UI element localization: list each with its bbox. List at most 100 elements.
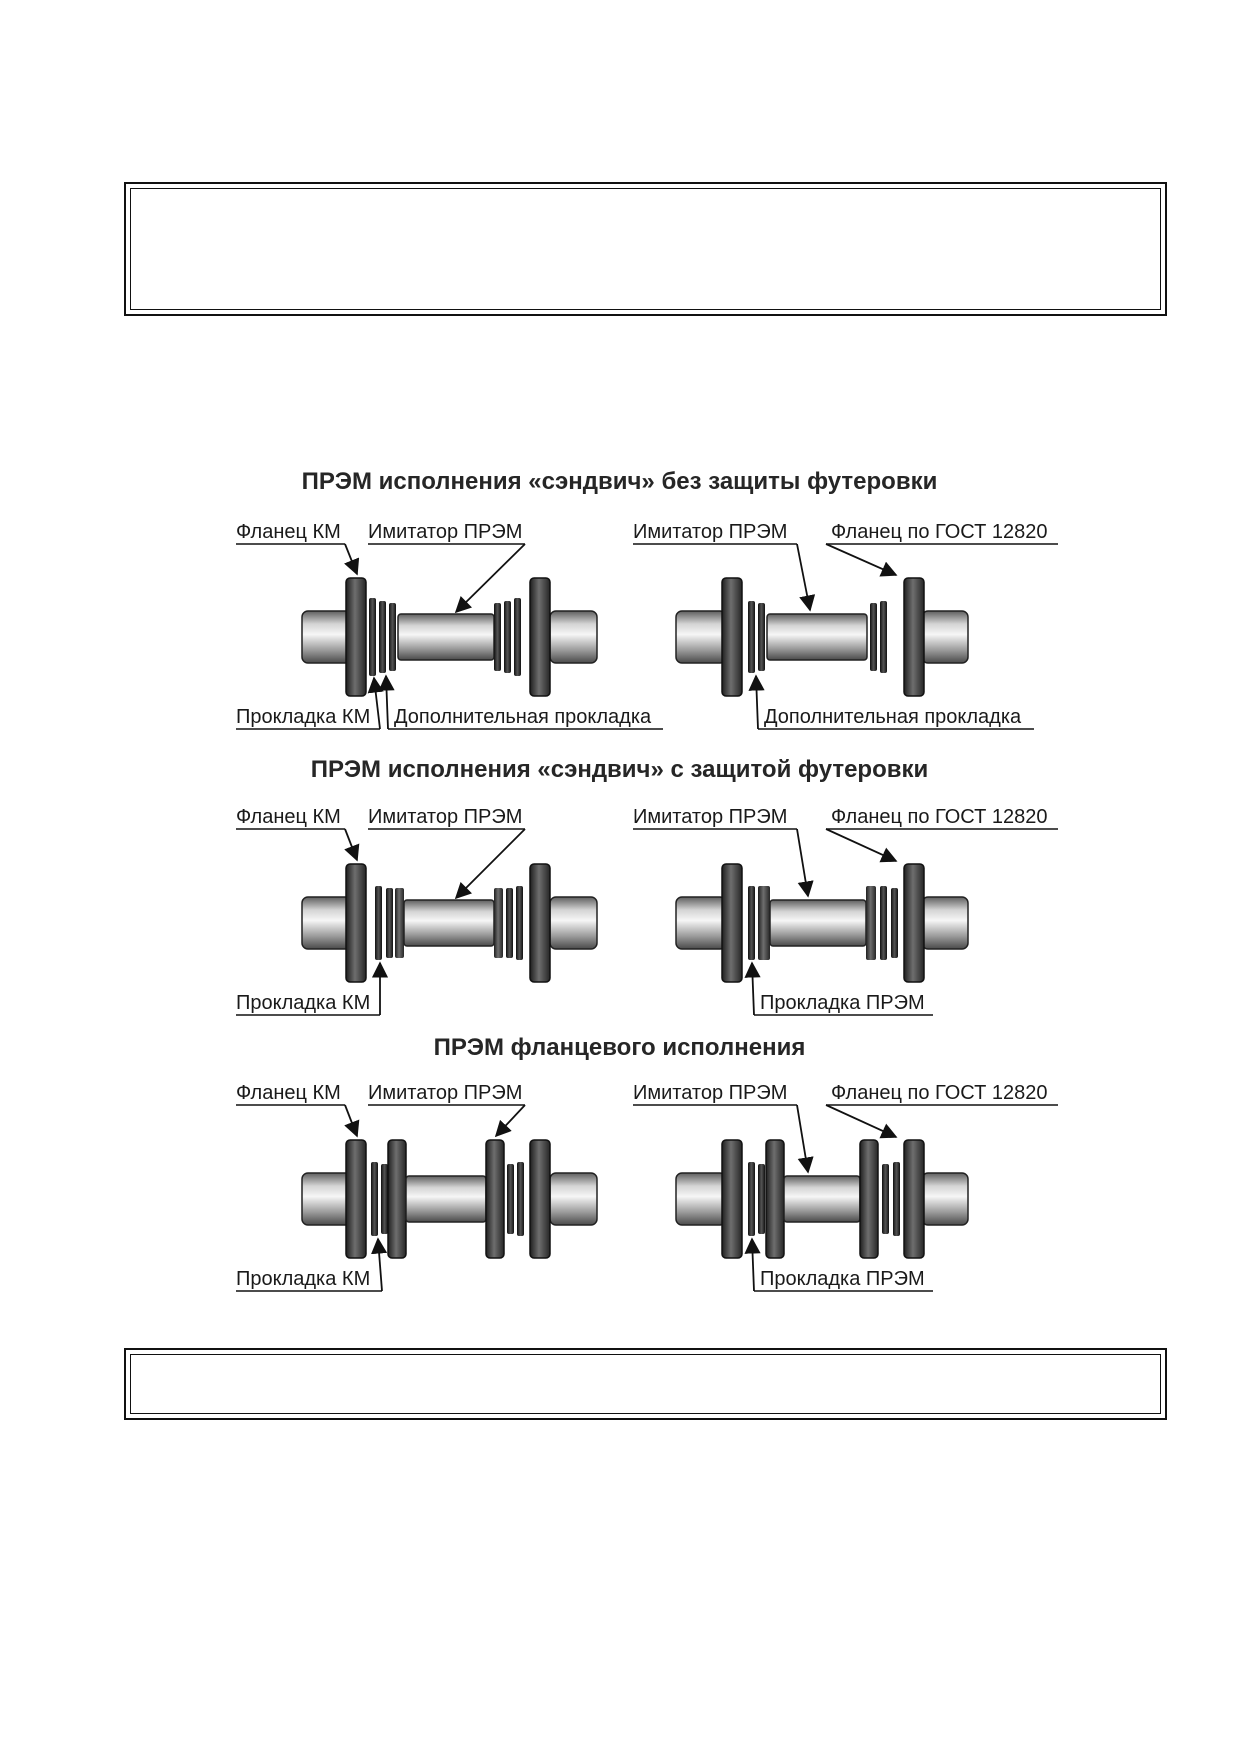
imitator-body — [766, 613, 868, 661]
extra-gasket-right-2 — [504, 601, 511, 673]
section-1-right-labels: Имитатор ПРЭМ Фланец по ГОСТ 12820 Допол… — [633, 521, 1058, 730]
imitator-flange-left — [395, 888, 404, 958]
pipe-left — [675, 896, 727, 950]
label-extra-gasket: Дополнительная прокладка — [394, 706, 652, 728]
gasket-km-left — [369, 598, 376, 676]
extra-gasket-left-2 — [758, 603, 765, 671]
gasket-km-right-2 — [516, 886, 523, 960]
pipe-right — [549, 896, 598, 950]
flange-km-left — [345, 1139, 367, 1259]
flange-km-left — [345, 863, 367, 983]
label-imitator: Имитатор ПРЭМ — [633, 806, 787, 828]
label-imitator: Имитатор ПРЭМ — [633, 1082, 787, 1104]
section-2-right-labels: Имитатор ПРЭМ Фланец по ГОСТ 12820 Прокл… — [633, 806, 1058, 1016]
flange-gost-left — [721, 1139, 743, 1259]
section-2-left-labels: Фланец КМ Имитатор ПРЭМ Прокладка КМ — [236, 806, 526, 1016]
top-frame-box — [124, 182, 1167, 316]
label-flange-km: Фланец КМ — [236, 1082, 341, 1104]
imitator-flange-left — [758, 886, 770, 960]
pipe-left — [301, 610, 353, 664]
bottom-frame-box — [124, 1348, 1167, 1420]
section-1-title: ПРЭМ исполнения «сэндвич» без защиты фут… — [301, 468, 938, 495]
imitator-body — [783, 1175, 861, 1223]
gasket-prem-left — [748, 886, 755, 960]
section-2-right-assembly — [675, 863, 969, 983]
section-3-title: ПРЭМ фланцевого исполнения — [433, 1034, 806, 1061]
label-gasket-prem: Прокладка ПРЭМ — [760, 1268, 925, 1290]
flange-gost-right — [903, 863, 925, 983]
gasket-km-left — [371, 1162, 378, 1236]
label-extra-gasket: Дополнительная прокладка — [764, 706, 1022, 728]
imitator-body — [403, 899, 495, 947]
section-1-left-assembly — [301, 577, 598, 697]
section-3-right-labels: Имитатор ПРЭМ Фланец по ГОСТ 12820 Прокл… — [633, 1082, 1058, 1292]
extra-gasket-right — [870, 603, 877, 671]
pipe-left — [675, 610, 727, 664]
label-flange-gost: Фланец по ГОСТ 12820 — [831, 1082, 1047, 1104]
label-gasket-km: Прокладка КМ — [236, 992, 370, 1014]
imitator-body — [769, 899, 867, 947]
imitator-flange-right — [859, 1139, 879, 1259]
label-gasket-km: Прокладка КМ — [236, 1268, 370, 1290]
label-imitator: Имитатор ПРЭМ — [368, 806, 522, 828]
flange-km-right — [529, 1139, 551, 1259]
section-2-left-assembly — [301, 863, 598, 983]
pipe-right — [549, 610, 598, 664]
gasket-km-left-2 — [381, 1164, 388, 1234]
section-3-left-assembly — [301, 1139, 598, 1259]
flange-km-right — [529, 577, 551, 697]
flange-km-left — [345, 577, 367, 697]
label-imitator: Имитатор ПРЭМ — [368, 521, 522, 543]
gasket-prem-right — [880, 886, 887, 960]
label-gasket-km: Прокладка КМ — [236, 706, 370, 728]
extra-gasket-left — [379, 601, 386, 673]
imitator-flange-right — [866, 886, 876, 960]
gasket-km-left-2 — [386, 888, 393, 958]
extra-gasket-right — [494, 603, 501, 671]
gasket-prem-right — [882, 1164, 889, 1234]
gasket-km-left — [375, 886, 382, 960]
gasket-km-right-2 — [517, 1162, 524, 1236]
flange-gost-right — [903, 1139, 925, 1259]
gasket-km-right — [507, 1164, 514, 1234]
extra-gasket-left-2 — [389, 603, 396, 671]
extra-gasket-left — [748, 601, 755, 673]
imitator-flange-right — [485, 1139, 505, 1259]
imitator-body — [397, 613, 495, 661]
label-gasket-prem: Прокладка ПРЭМ — [760, 992, 925, 1014]
pipe-right — [921, 896, 969, 950]
imitator-flange-left — [765, 1139, 785, 1259]
gasket-prem-right-2 — [893, 1162, 900, 1236]
flange-gost-left — [721, 863, 743, 983]
section-3-left-labels: Фланец КМ Имитатор ПРЭМ Прокладка КМ — [236, 1082, 526, 1292]
extra-gasket-right-2 — [880, 601, 887, 673]
section-1-right-assembly — [675, 577, 969, 697]
imitator-body — [405, 1175, 487, 1223]
flange-gost-left — [721, 577, 743, 697]
label-imitator: Имитатор ПРЭМ — [368, 1082, 522, 1104]
pipe-left — [675, 1172, 727, 1226]
pipe-left — [301, 896, 353, 950]
gasket-prem-left-2 — [758, 1164, 765, 1234]
section-2-title: ПРЭМ исполнения «сэндвич» с защитой футе… — [310, 756, 929, 783]
flange-gost-right — [903, 577, 925, 697]
pipe-right — [921, 610, 969, 664]
label-flange-gost: Фланец по ГОСТ 12820 — [831, 521, 1047, 543]
gasket-km-right — [514, 598, 521, 676]
gasket-km-right — [506, 888, 513, 958]
imitator-flange-right — [494, 888, 503, 958]
label-imitator: Имитатор ПРЭМ — [633, 521, 787, 543]
flange-km-right — [529, 863, 551, 983]
imitator-flange-left — [387, 1139, 407, 1259]
gasket-prem-right-2 — [891, 888, 898, 958]
label-flange-km: Фланец КМ — [236, 806, 341, 828]
section-1-left-labels: Фланец КМ Имитатор ПРЭМ Прокладка КМ Доп… — [236, 521, 663, 730]
pipe-right — [549, 1172, 598, 1226]
pipe-right — [921, 1172, 969, 1226]
pipe-left — [301, 1172, 353, 1226]
label-flange-km: Фланец КМ — [236, 521, 341, 543]
label-flange-gost: Фланец по ГОСТ 12820 — [831, 806, 1047, 828]
gasket-prem-left — [748, 1162, 755, 1236]
section-3-right-assembly — [675, 1139, 969, 1259]
